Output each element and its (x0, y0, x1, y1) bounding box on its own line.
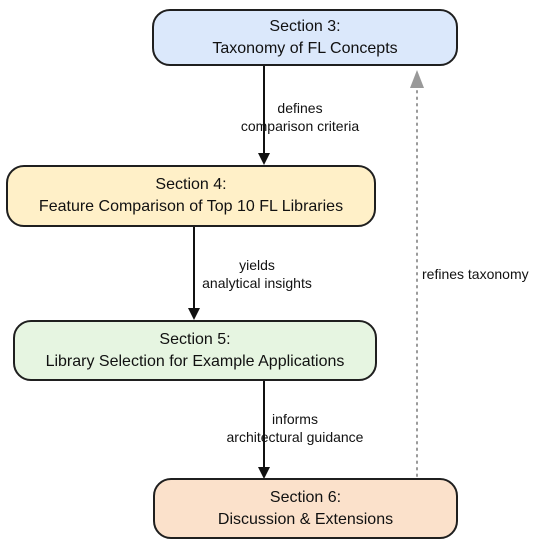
node-section-6-title: Section 6: (269, 488, 342, 506)
edge-s4-s5-label-line2: analytical insights (202, 275, 312, 291)
node-section-4-title: Section 4: (155, 176, 227, 193)
node-section-6: Section 6: Discussion & Extensions (153, 478, 458, 539)
node-section-5-title: Section 5: (159, 330, 231, 348)
edge-s5-s6-label-line2: architectural guidance (226, 429, 364, 445)
node-section-6-subtitle: Discussion & Extensions (217, 510, 394, 528)
edge-s4-s5-label: yields analytical insights (167, 256, 347, 292)
node-section-3-subtitle: Taxonomy of FL Concepts (212, 39, 398, 57)
node-section-4: Section 4: Feature Comparison of Top 10 … (6, 165, 376, 227)
edge-s3-s4-label-line1: defines (277, 100, 323, 116)
edge-s3-s4-label: defines comparison criteria (210, 99, 390, 135)
node-section-4-subtitle: Feature Comparison of Top 10 FL Librarie… (38, 198, 344, 215)
edge-s3-s4-label-line2: comparison criteria (240, 118, 360, 134)
edge-s6-s3-label-line1: refines taxonomy (422, 266, 529, 282)
node-section-5-subtitle: Library Selection for Example Applicatio… (45, 352, 345, 370)
node-section-3: Section 3: Taxonomy of FL Concepts (152, 9, 458, 66)
edge-s4-s5-label-line1: yields (239, 257, 275, 273)
edge-s5-s6-label: informs architectural guidance (205, 410, 385, 446)
edge-s6-s3-arrowhead (410, 70, 424, 88)
node-section-3-title: Section 3: (269, 17, 341, 35)
edge-s6-s3-label: refines taxonomy (422, 265, 548, 283)
edge-s5-s6-label-line1: informs (272, 411, 318, 427)
node-section-5: Section 5: Library Selection for Example… (13, 320, 377, 381)
